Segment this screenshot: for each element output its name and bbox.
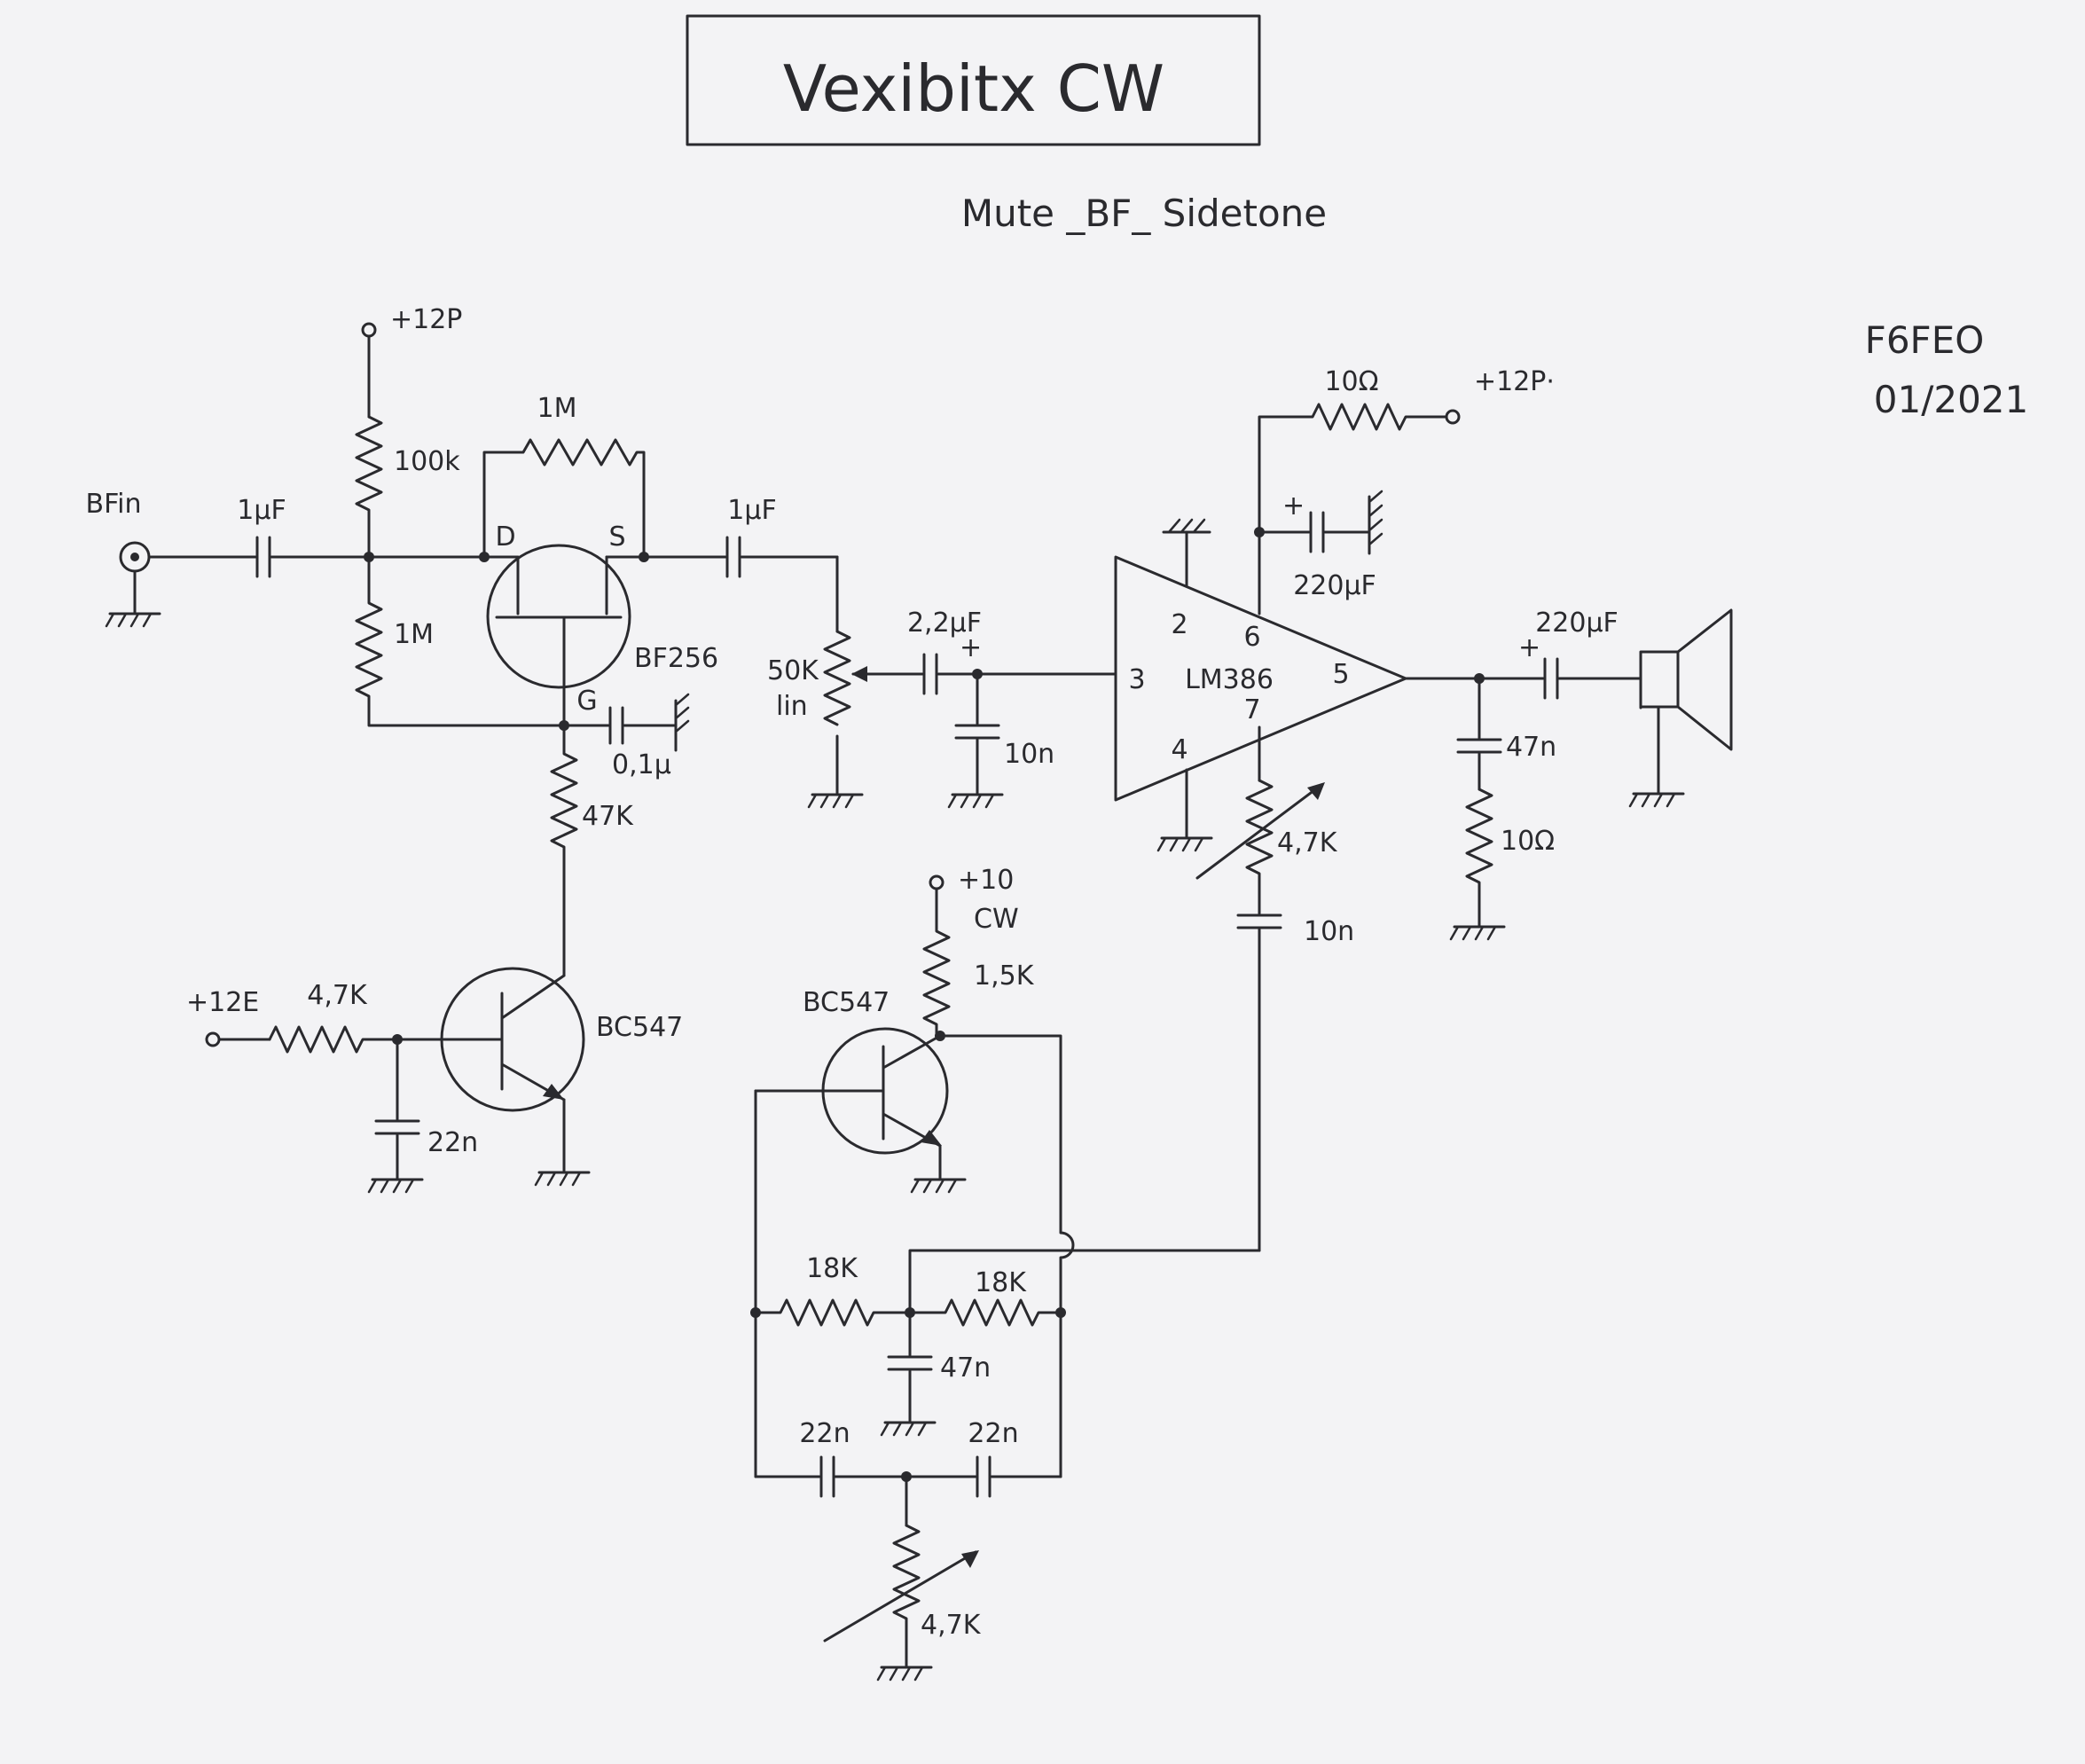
capacitor-47n-out-label: 47n [1506,732,1556,763]
diagram-title: Vexibitx CW [783,51,1164,126]
pin3-label: 3 [1128,664,1145,695]
supply-cw-terminal [929,874,945,924]
resistor-18k-right [908,1298,1062,1327]
zobel-resistor-10ohm [1465,788,1493,929]
supply-amp-terminal [1445,409,1461,425]
capacitor-2u2-label: 2,2µF [907,608,982,639]
resistor-10ohm-supply [1258,403,1447,534]
speaker-icon [1628,608,1733,808]
resistor-1k5 [922,921,951,1038]
resistor-10ohm-out-label: 10Ω [1501,826,1555,857]
transistor-q1-bc547 [397,967,591,1187]
supply-12e-terminal [205,1031,271,1047]
resistor-4k7-base-label: 4,7K [307,980,368,1011]
osc-capacitor-22n-left [754,1455,908,1498]
resistor-1m-bias [355,555,566,727]
transistor-q2-bc547 [754,1027,967,1194]
tone-pot-4k7 [823,1475,979,1682]
supply-12p-terminal [361,322,377,419]
base-capacitor-22n [367,1038,424,1194]
supply-cw-label: +10 [958,865,1014,896]
volume-pot-50k [807,555,919,809]
pin7-label: 7 [1243,694,1260,725]
capacitor-47n-osc-label: 47n [940,1352,991,1384]
q2-label: BC547 [803,987,890,1018]
resistor-18k-left [754,1298,912,1327]
supply-amp-label: +12P· [1474,366,1555,397]
resistor-10ohm-supply-label: 10Ω [1324,366,1378,397]
author-callsign: F6FEO [1865,318,1985,362]
resistor-100k-label: 100k [394,446,460,477]
junction-dot [1055,1307,1066,1318]
input-capacitor-1uf [147,536,371,578]
capacitor-2u2-plus: + [960,632,982,663]
pot-lin-label: lin [776,691,808,722]
zobel-capacitor-47n [1456,677,1502,791]
pot-50k-label: 50K [767,655,819,686]
resistor-4k7-base [268,1025,401,1054]
resistor-18k-left-label: 18K [806,1253,858,1284]
amplifier-label: LM386 [1185,664,1274,695]
pin2-label: 2 [1171,609,1188,640]
gate-capacitor-label: 0,1µ [612,749,671,780]
supply-12p-label: +12P [390,304,462,335]
pin6-label: 6 [1243,622,1260,653]
pin-g-label: G [576,686,597,717]
resistor-1k5-label: 1,5K [974,960,1035,992]
capacitor-22n-right-label: 22n [968,1418,1018,1449]
resistor-47k [550,724,578,977]
osc-capacitor-22n-right [905,1455,1062,1498]
pin-d-label: D [495,521,515,553]
gate-capacitor-01u [562,693,690,752]
q1-label: BC547 [596,1012,683,1043]
bf-in-label: BFin [85,489,141,520]
resistor-100k [355,415,383,559]
tone-pot-label: 4,7K [921,1610,982,1641]
jfet-label: BF256 [634,643,718,674]
output-capacitor-label: 1µF [727,495,776,526]
resistor-18k-right-label: 18K [975,1267,1027,1298]
bf-input-connector [105,541,161,628]
filter-capacitor-10n [947,672,1004,809]
gain-pot-4k7 [1195,761,1325,915]
output-capacitor-220u [1543,657,1642,700]
amplifier-lm386 [1114,518,1407,852]
resistor-47k-label: 47K [582,801,634,832]
capacitor-220u-out-plus: + [1518,632,1540,663]
pin5-label: 5 [1332,659,1349,690]
title-box [686,14,1261,146]
drawing-date: 01/2021 [1874,378,2028,421]
base-capacitor-label: 22n [427,1127,478,1158]
pin4-label: 4 [1171,734,1188,765]
resistor-1m-bias-label: 1M [394,619,434,650]
capacitor-22n-left-label: 22n [799,1418,850,1449]
diagram-subtitle: Mute _BF_ Sidetone [961,192,1327,235]
resistor-1m-feedback [482,438,646,559]
pin-s-label: S [608,521,625,553]
input-capacitor-label: 1µF [237,495,286,526]
osc-capacitor-47n [880,1311,937,1437]
decoupling-capacitor-220u [1258,490,1383,555]
wire-collector-feedback [938,1034,1075,1314]
resistor-1m-feedback-label: 1M [537,393,577,424]
capacitor-10n-a-label: 10n [1004,739,1054,770]
junction-dot [639,552,649,562]
wire-to-gain-cap [908,1249,1077,1314]
gain-pot-label: 4,7K [1277,827,1338,858]
cw-label: CW [974,904,1019,935]
capacitor-220u-out-label: 220µF [1535,608,1619,639]
output-capacitor-1uf [642,536,839,578]
jfet-bf256 [482,544,646,727]
coupling-capacitor-2u2 [915,653,1117,695]
capacitor-220u-top-label: 220µF [1293,570,1376,601]
capacitor-220u-top-plus: + [1282,490,1305,521]
supply-12e-label: +12E [186,987,259,1018]
capacitor-10n-b-label: 10n [1304,916,1354,947]
gain-capacitor-10n [1073,913,1282,1252]
